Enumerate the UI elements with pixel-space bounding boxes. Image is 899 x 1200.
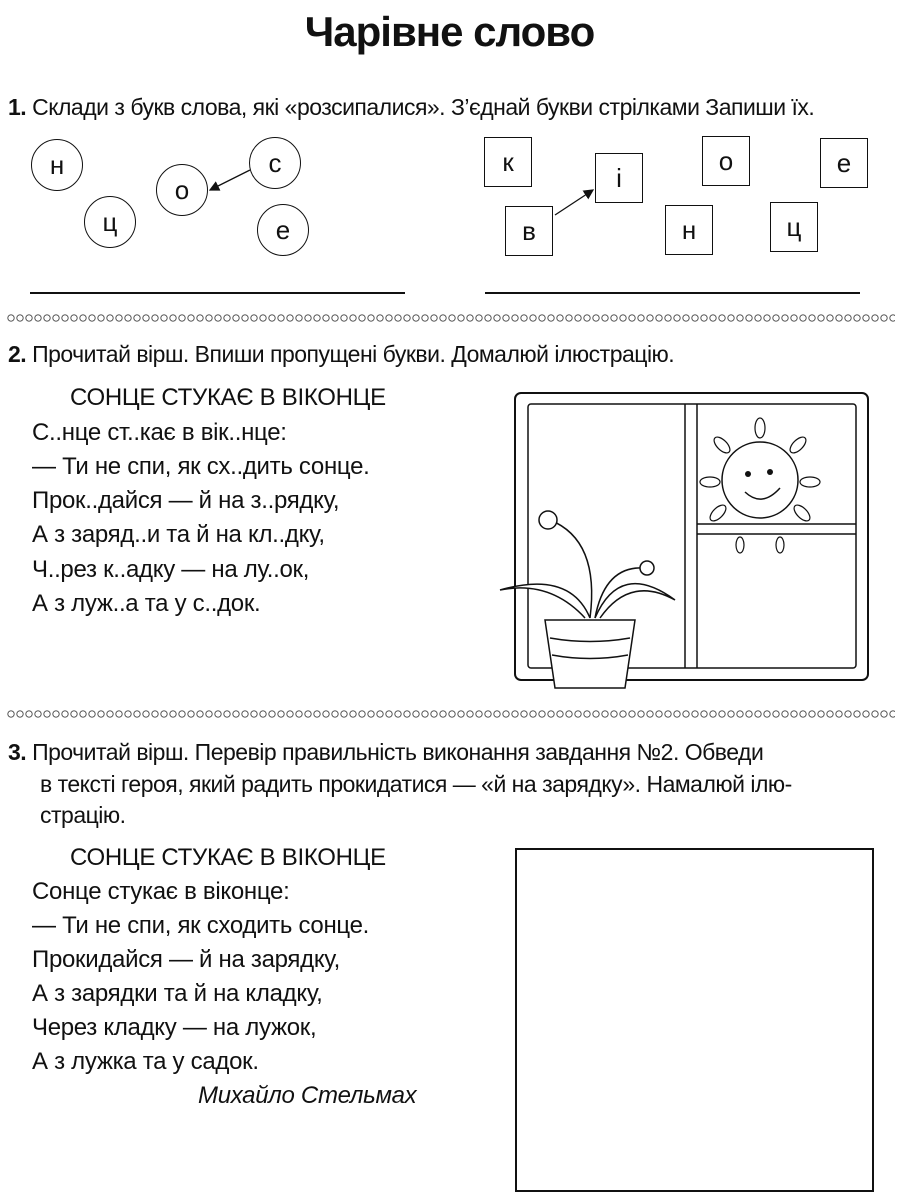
- poem-title: СОНЦЕ СТУКАЄ В ВІКОНЦЕ: [70, 844, 386, 871]
- letter-box[interactable]: в: [505, 206, 553, 256]
- letter-box[interactable]: о: [702, 136, 750, 186]
- letter-circle[interactable]: о: [156, 164, 208, 216]
- letter-box[interactable]: н: [665, 205, 713, 255]
- task3-text: в тексті героя, який радить прокидатися …: [40, 771, 792, 797]
- answer-line[interactable]: [30, 292, 405, 294]
- task2-number: 2.: [8, 341, 27, 367]
- poem-line: А з заряд..и та й на кл..дку,: [32, 521, 325, 548]
- task3-text: страцію.: [40, 802, 126, 828]
- poem-line: А з зарядки та й на кладку,: [32, 980, 323, 1007]
- letter-box[interactable]: і: [595, 153, 643, 203]
- task3-text: Прочитай вірш. Перевір правильність вико…: [32, 739, 764, 765]
- letter-box[interactable]: к: [484, 137, 532, 187]
- poem-line: Сонце стукає в віконце:: [32, 878, 290, 905]
- task2-instruction: 2. Прочитай вірш. Впиши пропущені букви.…: [8, 341, 675, 368]
- poem-line: Через кладку — на лужок,: [32, 1014, 317, 1041]
- sun-icon: [699, 417, 821, 554]
- task2-text: Прочитай вірш. Впиши пропущені букви. До…: [32, 341, 675, 367]
- poem-line: — Ти не спи, як сх..дить сонце.: [32, 453, 370, 480]
- task1-text: Склади з букв слова, які «розсипалися». …: [32, 94, 815, 120]
- poem-line: А з луж..а та у с..док.: [32, 590, 261, 617]
- letter-circle[interactable]: е: [257, 204, 309, 256]
- letter-circle[interactable]: с: [249, 137, 301, 189]
- divider: [6, 709, 895, 719]
- task1-instruction: 1. Склади з букв слова, які «розсипалися…: [8, 94, 815, 121]
- poem-line: Прок..дайся — й на з..рядку,: [32, 487, 340, 514]
- answer-line[interactable]: [485, 292, 860, 294]
- poem-author: Михайло Стельмах: [198, 1082, 417, 1109]
- letter-box[interactable]: е: [820, 138, 868, 188]
- drawing-area[interactable]: [515, 848, 874, 1192]
- task3-instruction: 3. Прочитай вірш. Перевір правильність в…: [8, 739, 764, 766]
- poem-title: СОНЦЕ СТУКАЄ В ВІКОНЦЕ: [70, 384, 386, 411]
- divider: [6, 313, 895, 323]
- arrow-icon: [208, 169, 251, 191]
- letter-circle[interactable]: ц: [84, 196, 136, 248]
- poem-line: — Ти не спи, як сходить сонце.: [32, 912, 370, 939]
- poem-line: Прокидайся — й на зарядку,: [32, 946, 340, 973]
- arrow-icon: [554, 189, 595, 216]
- poem-line: А з лужка та у садок.: [32, 1048, 259, 1075]
- task1-number: 1.: [8, 94, 27, 120]
- task3-number: 3.: [8, 739, 27, 765]
- example-arrows: [208, 169, 595, 216]
- poem-line: С..нце ст..кає в вік..нце:: [32, 419, 287, 446]
- letter-box[interactable]: ц: [770, 202, 818, 252]
- flower-pot-icon: [499, 510, 676, 689]
- window-illustration: [499, 392, 869, 689]
- page-title: Чарівне слово: [304, 8, 595, 55]
- poem-line: Ч..рез к..адку — на лу..ок,: [32, 556, 310, 583]
- letter-circle[interactable]: н: [31, 139, 83, 191]
